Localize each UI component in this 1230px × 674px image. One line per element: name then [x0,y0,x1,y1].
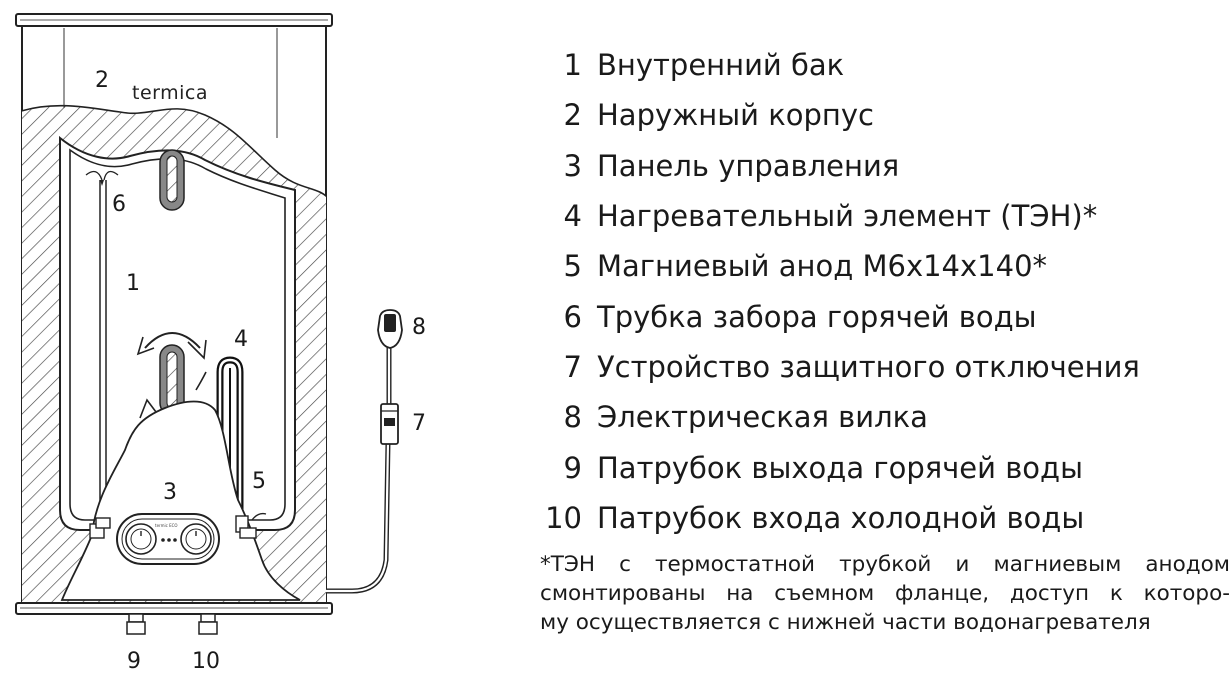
legend-text: Нагревательный элемент (ТЭН)* [597,199,1098,234]
bottom-trim [15,602,333,615]
power-cord [326,345,392,594]
callout-8: 8 [412,315,426,340]
legend-item: 9 Патрубок выхода горячей воды [540,442,1225,492]
legend-number: 6 [563,299,582,334]
callout-2: 2 [95,68,109,93]
indicator-dot [161,538,165,542]
legend-item: 5 Магниевый анод М6х14х140* [540,241,1225,291]
footnote-line: му осуществляется с нижней части водонаг… [540,610,1151,635]
left-knob [125,523,157,555]
legend: 1 Внутренний бак 2 Наружный корпус 3 Панель… [540,40,1225,543]
legend-number: 9 [563,450,582,485]
nozzle-cold-inlet [198,613,218,635]
legend-number: 7 [563,349,582,384]
callout-6: 6 [112,192,126,217]
anode-slot-lower [159,344,185,416]
callout-10: 10 [192,649,220,674]
legend-text: Наружный корпус [597,98,874,133]
legend-item: 10 Патрубок входа холодной воды [540,493,1225,543]
legend-item: 1 Внутренний бак [540,40,1225,90]
legend-text: Патрубок выхода горячей воды [597,450,1083,485]
legend-item: 7 Устройство защитного отключения [540,342,1225,392]
brand-logo: termica [132,82,208,104]
footnote-line: *ТЭН с термостатной трубкой и магниевым … [540,552,1230,577]
legend-text: Патрубок входа холодной воды [597,500,1085,535]
legend-number: 5 [563,249,582,284]
legend-number: 1 [563,48,582,83]
rcd-device [380,403,399,445]
water-heater-diagram: termic ECO termica 2 6 1 4 [15,13,426,674]
control-panel: termic ECO [116,513,220,565]
legend-number: 3 [563,148,582,183]
right-knob [180,523,212,555]
legend-item: 4 Нагревательный элемент (ТЭН)* [540,191,1225,241]
legend-text: Внутренний бак [597,48,845,83]
callout-1: 1 [126,271,140,296]
legend-item: 6 Трубка забора горячей воды [540,291,1225,341]
legend-number: 4 [563,199,582,234]
legend-text: Электрическая вилка [597,400,928,435]
footnote: *ТЭН с термостатной трубкой и магниевым … [540,550,1230,637]
nozzle-hot-outlet [126,613,146,635]
legend-item: 2 Наружный корпус [540,90,1225,140]
legend-text: Устройство защитного отключения [597,349,1140,384]
callout-9: 9 [127,649,141,674]
anode-slot-upper [159,149,185,211]
legend-number: 8 [563,400,582,435]
callout-3: 3 [163,480,177,505]
indicator-dot [167,538,171,542]
panel-brand-text: termic ECO [155,523,178,528]
legend-text: Панель управления [597,148,900,183]
callout-5: 5 [252,469,266,494]
electric-plug [377,309,403,349]
callout-7: 7 [412,411,426,436]
legend-number: 10 [545,500,582,535]
legend-text: Трубка забора горячей воды [597,299,1037,334]
indicator-dot [173,538,177,542]
footnote-line: смонтированы на съемном фланце, доступ к… [540,581,1230,606]
legend-item: 8 Электрическая вилка [540,392,1225,442]
pipe-fittings [89,512,267,539]
legend-text: Магниевый анод М6х14х140* [597,249,1048,284]
circulation-arrows [136,332,207,419]
hot-water-intake-tube [85,170,119,528]
legend-number: 2 [563,98,582,133]
callout-4: 4 [234,327,248,352]
legend-item: 3 Панель управления [540,141,1225,191]
